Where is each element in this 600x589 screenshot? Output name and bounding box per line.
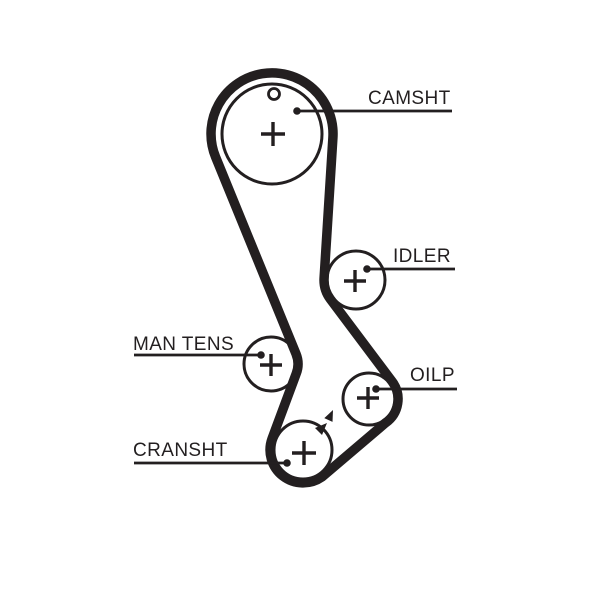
idler-center-mark-icon [344, 270, 366, 292]
oilp-leader-dot [372, 385, 380, 393]
camshaft-pulley [220, 82, 324, 186]
rotation-arrow-icon [315, 423, 327, 435]
crankshaft-label: CRANSHT [133, 440, 228, 461]
idler-leader-dot [363, 265, 371, 273]
idler-label: IDLER [393, 246, 451, 267]
cransht-leader-dot [283, 459, 291, 467]
camsht-leader [293, 107, 452, 115]
cransht-leader [134, 459, 291, 467]
idler-leader [363, 265, 455, 273]
man-tens-leader-dot [257, 351, 265, 359]
manual-tensioner-pulley [242, 335, 300, 393]
idler-pulley [325, 249, 387, 311]
oil-pump-pulley [341, 371, 397, 427]
manual-tensioner-center-mark-icon [260, 354, 282, 376]
oil-pump-center-mark-icon [357, 387, 379, 409]
camshaft-label: CAMSHT [368, 88, 451, 109]
oil-pump-label: OILP [410, 365, 455, 386]
oilp-leader [372, 385, 457, 393]
manual-tensioner-label: MAN TENS [133, 334, 235, 355]
camshaft-timing-hole [267, 87, 281, 101]
crankshaft-center-mark-icon [292, 441, 316, 465]
camsht-leader-dot [293, 107, 301, 115]
timing-belt [206, 68, 403, 488]
camshaft-center-mark-icon [261, 122, 285, 146]
rotation-arrow-icon [324, 410, 333, 422]
crankshaft-pulley [272, 419, 334, 481]
man-tens-leader [134, 351, 265, 359]
